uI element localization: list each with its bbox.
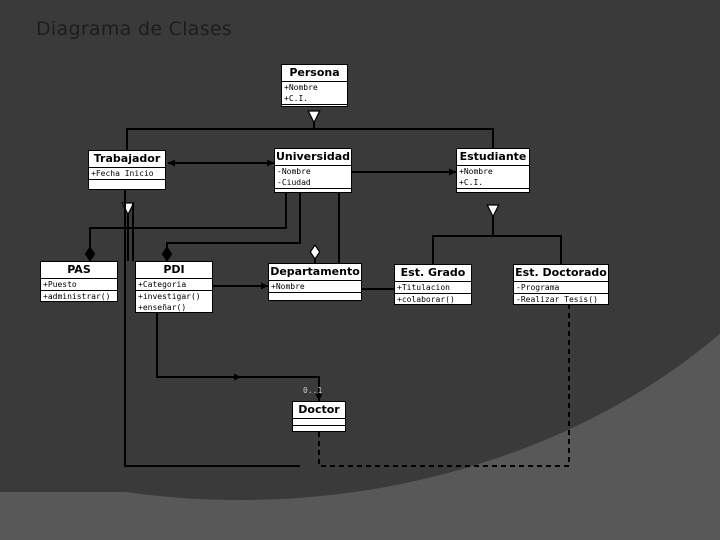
- attribute-row: -Nombre: [277, 167, 311, 176]
- class-attributes-estudiante: +Nombre +C.I.: [457, 166, 529, 189]
- attribute-row: +Nombre: [284, 83, 318, 92]
- class-name-estudiante: Estudiante: [457, 149, 529, 166]
- attribute-row: +Titulacion: [397, 283, 450, 292]
- class-name-est-grado: Est. Grado: [395, 265, 471, 282]
- class-methods-estudiante: [457, 189, 529, 192]
- method-row: +administrar(): [43, 292, 111, 301]
- class-box-est-grado[interactable]: Est. Grado +Titulacion +colaborar(): [394, 264, 472, 305]
- attribute-row: +Fecha Inicio: [91, 169, 154, 178]
- class-name-trabajador: Trabajador: [89, 151, 165, 168]
- class-box-pdi[interactable]: PDI +Categoria +investigar() +enseñar(): [135, 261, 213, 313]
- rel-doctor-estdoctorado: [313, 305, 570, 467]
- rel-pdi-doctor: [156, 313, 323, 401]
- class-name-est-doctorado: Est. Doctorado: [514, 265, 608, 282]
- rel-trabajador-persona: [126, 111, 314, 150]
- class-attributes-doctor: [293, 419, 345, 426]
- attribute-row: +C.I.: [459, 178, 484, 187]
- rel-estudiante-persona: [314, 128, 494, 148]
- class-methods-universidad: [275, 189, 351, 192]
- attribute-row: +C.I.: [284, 94, 309, 103]
- attribute-row: -Programa: [516, 283, 560, 292]
- rel-universidad-pdi: [161, 193, 301, 262]
- class-box-pas[interactable]: PAS +Puesto +administrar(): [40, 261, 118, 302]
- class-name-persona: Persona: [282, 65, 347, 82]
- class-methods-doctor: [293, 426, 345, 431]
- attribute-row: +Nombre: [459, 167, 493, 176]
- class-name-pas: PAS: [41, 262, 117, 279]
- class-attributes-pdi: +Categoria: [136, 279, 212, 291]
- attribute-row: +Puesto: [43, 280, 77, 289]
- class-box-departamento[interactable]: Departamento +Nombre: [268, 263, 362, 301]
- attribute-row: +Categoria: [138, 280, 187, 289]
- rel-estdoctorado-estudiante: [493, 235, 562, 264]
- class-box-universidad[interactable]: Universidad -Nombre -Ciudad: [274, 148, 352, 193]
- class-methods-est-grado: +colaborar(): [395, 294, 471, 304]
- class-name-departamento: Departamento: [269, 264, 361, 281]
- class-box-estudiante[interactable]: Estudiante +Nombre +C.I.: [456, 148, 530, 193]
- method-row: +enseñar(): [138, 303, 187, 312]
- class-attributes-persona: +Nombre +C.I.: [282, 82, 347, 105]
- class-methods-pas: +administrar(): [41, 291, 117, 301]
- page-title: Diagrama de Clases: [36, 18, 233, 40]
- class-name-doctor: Doctor: [293, 402, 345, 419]
- method-row: +investigar(): [138, 292, 201, 301]
- class-name-pdi: PDI: [136, 262, 212, 279]
- rel-trabajador-spine: [124, 190, 300, 467]
- attribute-row: -Ciudad: [277, 178, 311, 187]
- class-methods-departamento: [269, 293, 361, 299]
- class-name-universidad: Universidad: [275, 149, 351, 166]
- class-attributes-departamento: +Nombre: [269, 281, 361, 293]
- rel-universidad-pas: [84, 193, 287, 262]
- class-attributes-universidad: -Nombre -Ciudad: [275, 166, 351, 189]
- class-methods-persona: [282, 105, 347, 106]
- attribute-row: +Nombre: [271, 282, 305, 291]
- class-methods-trabajador: [89, 180, 165, 186]
- method-row: +colaborar(): [397, 295, 455, 304]
- class-attributes-trabajador: +Fecha Inicio: [89, 168, 165, 180]
- rel-estgrado-estudiante: [432, 205, 493, 264]
- multiplicity-label: 0..1: [303, 386, 323, 395]
- class-box-persona[interactable]: Persona +Nombre +C.I.: [281, 64, 348, 107]
- method-row: -Realizar Tesis(): [516, 295, 598, 304]
- class-attributes-est-doctorado: -Programa: [514, 282, 608, 294]
- class-methods-est-doctorado: -Realizar Tesis(): [514, 294, 608, 304]
- class-attributes-est-grado: +Titulacion: [395, 282, 471, 294]
- class-methods-pdi: +investigar() +enseñar(): [136, 291, 212, 312]
- class-attributes-pas: +Puesto: [41, 279, 117, 291]
- class-box-est-doctorado[interactable]: Est. Doctorado -Programa -Realizar Tesis…: [513, 264, 609, 305]
- class-box-trabajador[interactable]: Trabajador +Fecha Inicio: [88, 150, 166, 190]
- class-box-doctor[interactable]: Doctor: [292, 401, 346, 432]
